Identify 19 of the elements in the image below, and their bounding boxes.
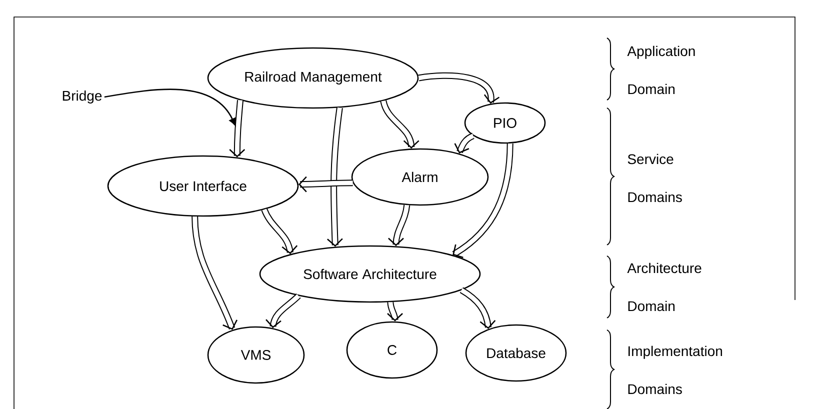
bridge-arrow <box>229 100 246 158</box>
bridge-arrow <box>261 208 298 254</box>
domain-label: Service Domains <box>628 154 682 202</box>
bridge-label: Bridge <box>62 90 102 104</box>
bridge-arrow <box>418 72 500 104</box>
domain-label: Implementation Domains <box>628 346 722 394</box>
bridge-arrow <box>266 294 301 328</box>
bridge-arrow <box>454 132 474 154</box>
bridge-arrow <box>388 204 410 246</box>
bridge-arrow <box>327 107 343 247</box>
domain-label: Architecture Domain <box>627 262 702 312</box>
bridge-arrow <box>452 143 514 258</box>
bridge-arrow <box>192 216 238 330</box>
domain-label: Application Domain <box>627 46 695 94</box>
bridge-arrow <box>387 302 403 322</box>
bridge-arrow <box>380 100 420 149</box>
bridge-arrow <box>298 176 353 192</box>
pointer-arrow <box>104 88 236 126</box>
bridge-arrow <box>460 287 496 329</box>
